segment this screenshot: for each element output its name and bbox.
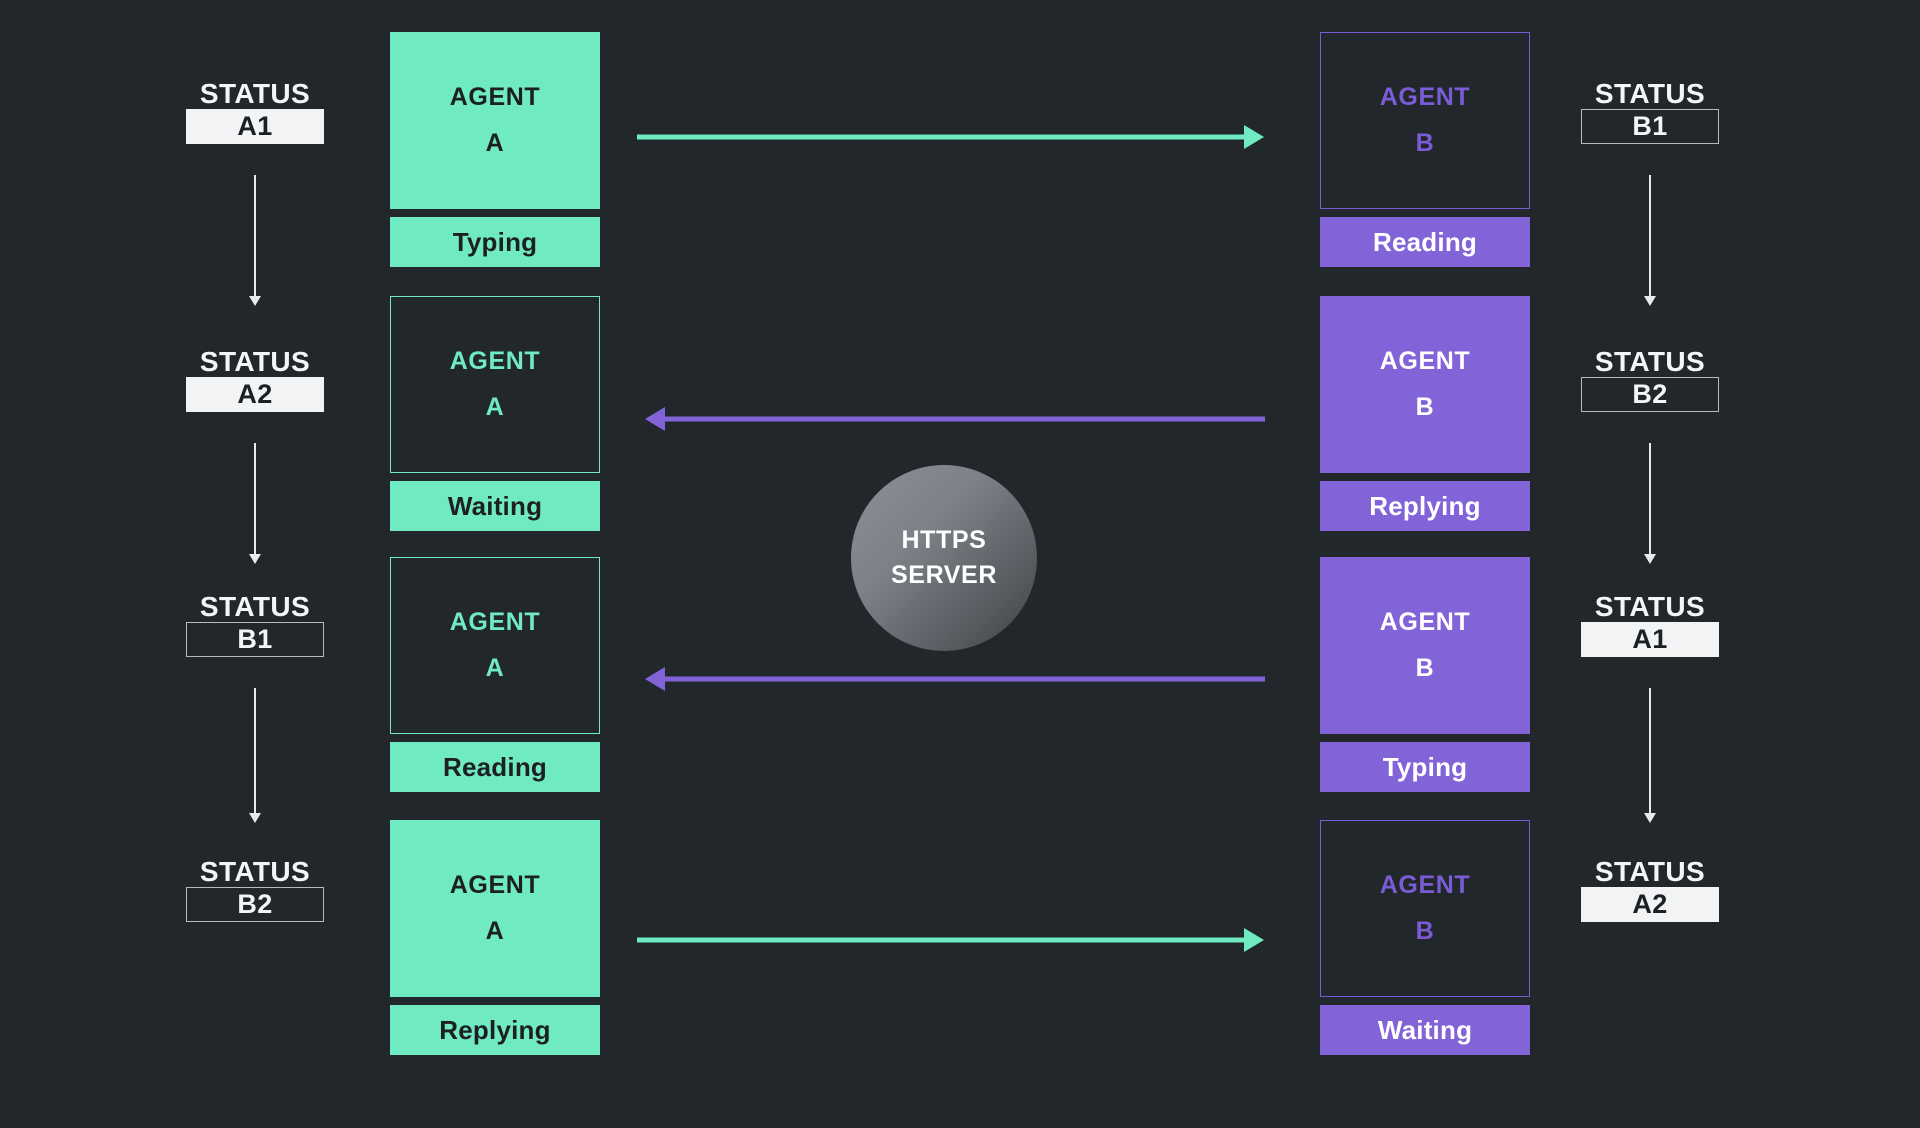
agent-title-line1: AGENT: [449, 608, 541, 636]
status-block-left-3[interactable]: STATUS B1: [105, 593, 405, 863]
agent-title-line2: A: [485, 393, 505, 421]
agent-b-state-badge-2: Replying: [1320, 481, 1530, 531]
status-connector-arrow-left-2: [254, 443, 256, 555]
agent-b-state-badge-3: Typing: [1320, 742, 1530, 792]
status-block-left-1[interactable]: STATUS A1: [105, 80, 405, 350]
status-code-chip: A2: [1581, 887, 1719, 922]
flow-arrow-a-to-b-2: [637, 928, 1264, 952]
agent-b-card-1-body: AGENT B: [1320, 32, 1530, 209]
arrow-head-left-icon: [645, 407, 665, 431]
server-label-line2: SERVER: [891, 561, 997, 589]
arrow-head-right-icon: [1244, 928, 1264, 952]
arrow-head-right-icon: [1244, 125, 1264, 149]
arrow-shaft: [637, 134, 1245, 140]
agent-a-card-3-body: AGENT A: [390, 557, 600, 734]
agent-title-line2: B: [1415, 917, 1435, 945]
status-label: STATUS: [1594, 346, 1706, 377]
arrow-head-left-icon: [645, 667, 665, 691]
agent-a-card-2-body: AGENT A: [390, 296, 600, 473]
agent-title-line2: A: [485, 129, 505, 157]
agent-a-state-badge-1: Typing: [390, 217, 600, 267]
right-status-column: STATUS B1 STATUS B2 STATUS A1 STATUS A2: [1500, 0, 1800, 1080]
agent-a-card-2[interactable]: AGENT A Waiting: [390, 296, 600, 531]
arrow-shaft: [637, 937, 1245, 943]
arrow-shaft: [664, 416, 1265, 422]
status-block-right-1[interactable]: STATUS B1: [1500, 80, 1800, 350]
status-label: STATUS: [1594, 856, 1706, 887]
status-label: STATUS: [1594, 78, 1706, 109]
status-code-chip: A1: [186, 109, 324, 144]
status-block-right-4[interactable]: STATUS A2: [1500, 858, 1800, 1128]
status-code-chip: B1: [1581, 109, 1719, 144]
flow-arrow-a-to-b-1: [637, 125, 1264, 149]
status-code-chip: B1: [186, 622, 324, 657]
flow-arrow-b-to-a-2: [645, 667, 1265, 691]
agent-b-card-3[interactable]: AGENT B Typing: [1320, 557, 1530, 792]
agent-b-card-4[interactable]: AGENT B Waiting: [1320, 820, 1530, 1055]
agent-b-card-4-body: AGENT B: [1320, 820, 1530, 997]
agent-title-line1: AGENT: [449, 347, 541, 375]
https-server-node[interactable]: HTTPS SERVER: [851, 465, 1037, 651]
status-label: STATUS: [199, 591, 311, 622]
status-code-chip: B2: [1581, 377, 1719, 412]
agent-title-line2: B: [1415, 654, 1435, 682]
agent-a-card-4-body: AGENT A: [390, 820, 600, 997]
agent-title-line1: AGENT: [1379, 608, 1471, 636]
status-connector-arrow-right-3: [1649, 688, 1651, 814]
status-label: STATUS: [199, 346, 311, 377]
status-block-left-2[interactable]: STATUS A2: [105, 348, 405, 618]
agent-title-line1: AGENT: [1379, 83, 1471, 111]
status-connector-arrow-left-1: [254, 175, 256, 297]
agent-b-column: AGENT B Reading AGENT B Replying AGENT B…: [1320, 0, 1530, 1080]
status-block-left-4[interactable]: STATUS B2: [105, 858, 405, 1128]
agent-title-line1: AGENT: [1379, 871, 1471, 899]
agent-b-state-badge-4: Waiting: [1320, 1005, 1530, 1055]
server-label-line1: HTTPS: [901, 526, 987, 554]
agent-a-column: AGENT A Typing AGENT A Waiting AGENT A R…: [390, 0, 600, 1080]
status-label: STATUS: [199, 78, 311, 109]
status-block-right-2[interactable]: STATUS B2: [1500, 348, 1800, 618]
agent-title-line2: B: [1415, 393, 1435, 421]
agent-a-card-4[interactable]: AGENT A Replying: [390, 820, 600, 1055]
flow-arrow-b-to-a-1: [645, 407, 1265, 431]
agent-b-card-2[interactable]: AGENT B Replying: [1320, 296, 1530, 531]
agent-a-card-1-body: AGENT A: [390, 32, 600, 209]
status-code-chip: A1: [1581, 622, 1719, 657]
agent-b-state-badge-1: Reading: [1320, 217, 1530, 267]
left-status-column: STATUS A1 STATUS A2 STATUS B1 STATUS B2: [105, 0, 405, 1080]
agent-b-card-2-body: AGENT B: [1320, 296, 1530, 473]
agent-title-line1: AGENT: [449, 83, 541, 111]
status-label: STATUS: [1594, 591, 1706, 622]
agent-title-line2: A: [485, 654, 505, 682]
agent-b-card-1[interactable]: AGENT B Reading: [1320, 32, 1530, 267]
status-code-chip: A2: [186, 377, 324, 412]
agent-title-line1: AGENT: [449, 871, 541, 899]
status-block-right-3[interactable]: STATUS A1: [1500, 593, 1800, 863]
agent-title-line2: B: [1415, 129, 1435, 157]
status-connector-arrow-right-1: [1649, 175, 1651, 297]
agent-title-line2: A: [485, 917, 505, 945]
status-connector-arrow-right-2: [1649, 443, 1651, 555]
agent-a-state-badge-2: Waiting: [390, 481, 600, 531]
agent-a-card-1[interactable]: AGENT A Typing: [390, 32, 600, 267]
agent-a-state-badge-3: Reading: [390, 742, 600, 792]
status-code-chip: B2: [186, 887, 324, 922]
status-label: STATUS: [199, 856, 311, 887]
agent-a-state-badge-4: Replying: [390, 1005, 600, 1055]
arrow-shaft: [664, 676, 1265, 682]
agent-a-card-3[interactable]: AGENT A Reading: [390, 557, 600, 792]
agent-b-card-3-body: AGENT B: [1320, 557, 1530, 734]
diagram-canvas: STATUS A1 STATUS A2 STATUS B1 STATUS B2 …: [0, 0, 1920, 1080]
agent-title-line1: AGENT: [1379, 347, 1471, 375]
status-connector-arrow-left-3: [254, 688, 256, 814]
